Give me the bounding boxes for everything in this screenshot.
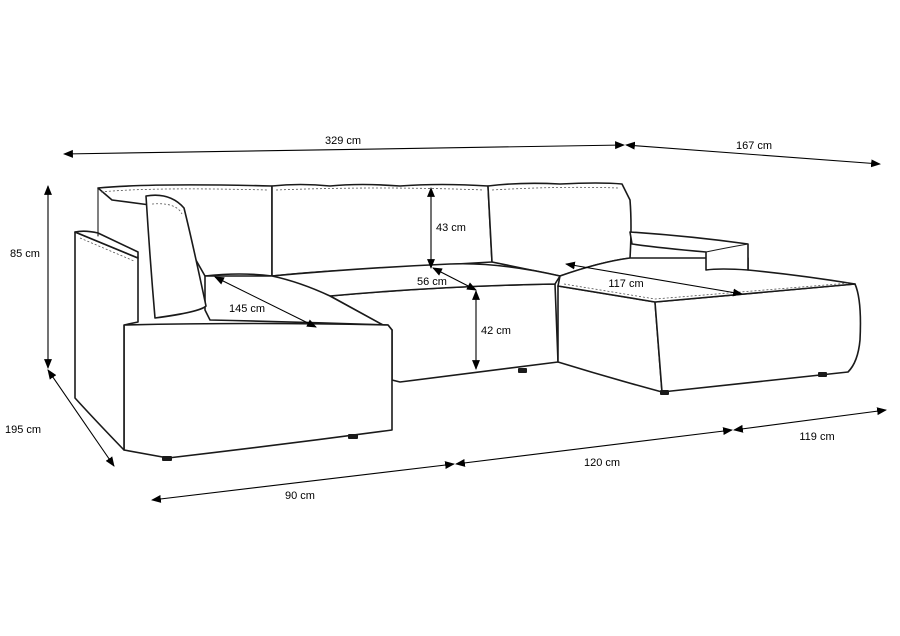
leg-front-left: [162, 456, 172, 461]
dimension-lines: [44, 141, 887, 503]
label-right-module: 119 cm: [799, 431, 834, 443]
left-armrest-top: [74, 230, 139, 259]
label-middle-module: 120 cm: [584, 457, 620, 469]
leg-middle: [518, 368, 527, 373]
label-seat-depth-inner: 56 cm: [417, 276, 447, 288]
label-seat-height: 42 cm: [481, 325, 511, 337]
label-left-seat-length: 145 cm: [229, 303, 265, 315]
dimension-labels: 329 cm 167 cm 85 cm 43 cm 56 cm 117 cm 1…: [5, 135, 835, 502]
dim-line-depth: [47, 369, 115, 467]
throw-pillow: [145, 194, 207, 319]
dim-line-middle-module: [455, 427, 733, 467]
right-chaise-side: [654, 283, 862, 393]
label-depth: 195 cm: [5, 424, 41, 436]
leg-chaise-back: [818, 372, 827, 377]
dim-line-left-module: [151, 461, 455, 503]
label-chaise-width: 167 cm: [736, 140, 772, 152]
label-backrest-height: 43 cm: [436, 222, 466, 234]
dim-line-chaise-width: [625, 141, 881, 168]
dim-line-left-seat-length: [214, 276, 317, 328]
right-chaise-front: [557, 285, 663, 393]
left-chaise-front: [123, 322, 393, 459]
dim-line-seat-depth-inner: [432, 267, 477, 291]
dim-line-right-module: [733, 407, 887, 433]
label-height: 85 cm: [10, 248, 40, 260]
dim-line-total-width: [63, 141, 625, 158]
label-chaise-inner-length: 117 cm: [608, 278, 643, 290]
sofa-illustration: [74, 182, 862, 461]
leg-chaise-front: [660, 390, 669, 395]
leg-front-mid: [348, 434, 358, 439]
label-left-module: 90 cm: [285, 490, 315, 502]
label-total-width: 329 cm: [325, 135, 361, 147]
dim-line-chaise-inner-length: [565, 261, 743, 297]
middle-seat-top: [271, 262, 561, 297]
